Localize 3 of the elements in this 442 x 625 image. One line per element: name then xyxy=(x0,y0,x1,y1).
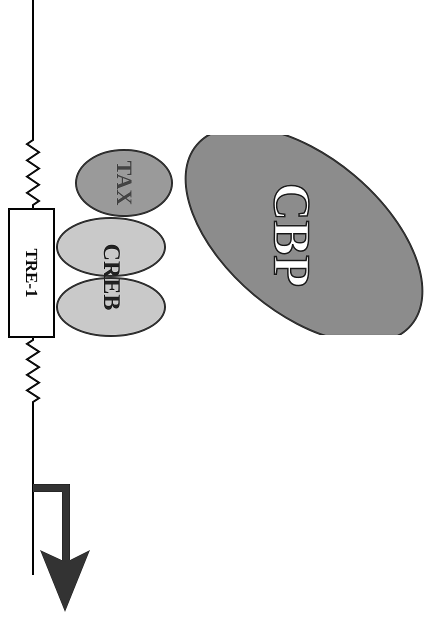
creb-dimer: CREB xyxy=(55,216,167,338)
tax-ellipse: TAX xyxy=(74,148,174,218)
tre-box: TRE-1 xyxy=(8,208,55,338)
